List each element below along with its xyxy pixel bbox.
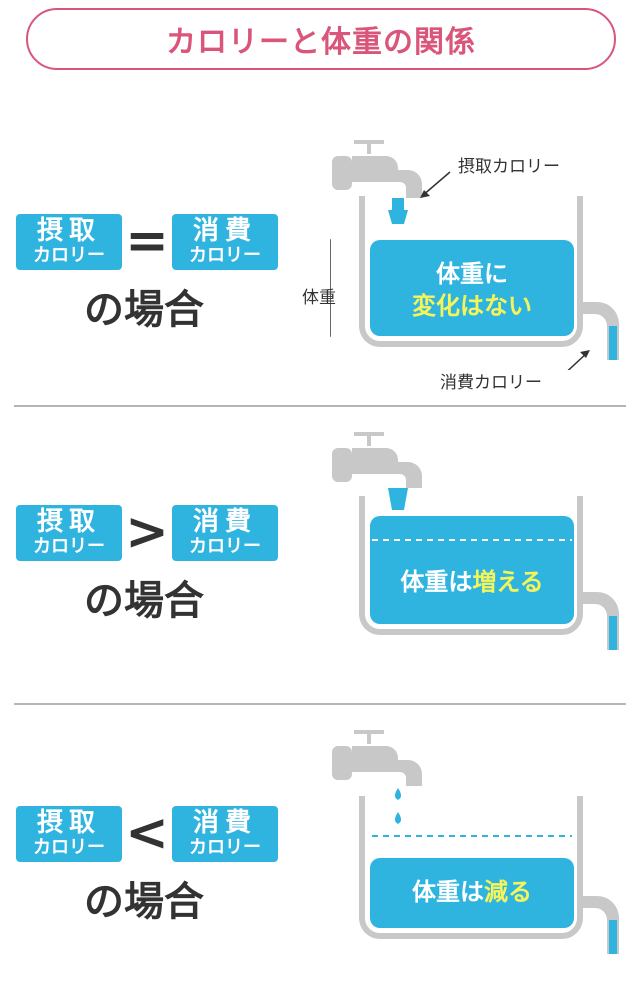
outflow-stream	[609, 920, 617, 954]
tank-less: 体重は減る	[330, 726, 640, 956]
case-label: の場合	[84, 287, 204, 333]
intake-badge-bottom: カロリー	[33, 536, 105, 557]
weight-annotation: 体重	[302, 288, 336, 308]
outflow-stream	[609, 326, 617, 360]
tank-greater: 体重は増える	[330, 428, 640, 658]
consume-badge-top: 消費	[192, 507, 257, 537]
inflow-stream	[392, 198, 404, 210]
water-level	[370, 516, 574, 624]
result-highlight: 減る	[484, 878, 532, 906]
page-title: カロリーと体重の関係	[166, 25, 476, 60]
tank-less-illustration	[332, 730, 619, 954]
result-highlight: 増える	[472, 568, 544, 596]
tank-equal-illustration	[330, 140, 619, 370]
faucet-icon	[332, 432, 422, 488]
consume-calorie-badge: 消費 カロリー	[172, 806, 278, 862]
intake-calorie-badge: 摂取 カロリー	[16, 806, 122, 862]
consume-badge-top: 消費	[192, 216, 257, 246]
case-label: の場合	[84, 879, 204, 925]
consume-annotation: 消費カロリー	[440, 373, 542, 393]
intake-badge-bottom: カロリー	[33, 837, 105, 858]
outflow-stream	[609, 616, 617, 650]
tank-greater-label: 体重は増える	[370, 566, 574, 598]
result-line-1: 体重に	[436, 260, 508, 288]
tank-equal-label: 体重に 変化はない	[370, 258, 574, 322]
intake-badge-bottom: カロリー	[33, 245, 105, 266]
water-drop-icon	[395, 788, 401, 800]
result-prefix: 体重は	[412, 878, 484, 906]
equal-operator: =	[125, 211, 169, 271]
consume-badge-bottom: カロリー	[189, 837, 261, 858]
consume-badge-top: 消費	[192, 808, 257, 838]
faucet-icon	[332, 140, 422, 198]
water-drop-icon	[395, 812, 401, 824]
inflow-stream	[388, 488, 408, 510]
case-label: の場合	[84, 578, 204, 624]
consume-calorie-badge: 消費 カロリー	[172, 505, 278, 561]
consume-badge-bottom: カロリー	[189, 536, 261, 557]
consume-badge-bottom: カロリー	[189, 245, 261, 266]
intake-annotation: 摂取カロリー	[458, 157, 560, 177]
water-level	[370, 240, 574, 336]
consume-calorie-badge: 消費 カロリー	[172, 214, 278, 270]
title-banner: カロリーと体重の関係	[26, 8, 616, 70]
section-divider	[14, 703, 626, 705]
result-prefix: 体重は	[400, 568, 473, 596]
intake-calorie-badge: 摂取 カロリー	[16, 214, 122, 270]
intake-calorie-badge: 摂取 カロリー	[16, 505, 122, 561]
less-operator: <	[125, 803, 169, 863]
greater-operator: >	[125, 502, 169, 562]
tank-less-label: 体重は減る	[370, 876, 574, 908]
intake-badge-top: 摂取	[36, 216, 101, 246]
tank-equal: 体重に 変化はない	[330, 130, 640, 370]
water-level	[370, 858, 574, 928]
result-highlight: 変化はない	[412, 292, 532, 320]
section-divider	[14, 405, 626, 407]
tank-greater-illustration	[332, 432, 619, 650]
intake-badge-top: 摂取	[36, 808, 101, 838]
intake-badge-top: 摂取	[36, 507, 101, 537]
faucet-icon	[332, 730, 422, 786]
